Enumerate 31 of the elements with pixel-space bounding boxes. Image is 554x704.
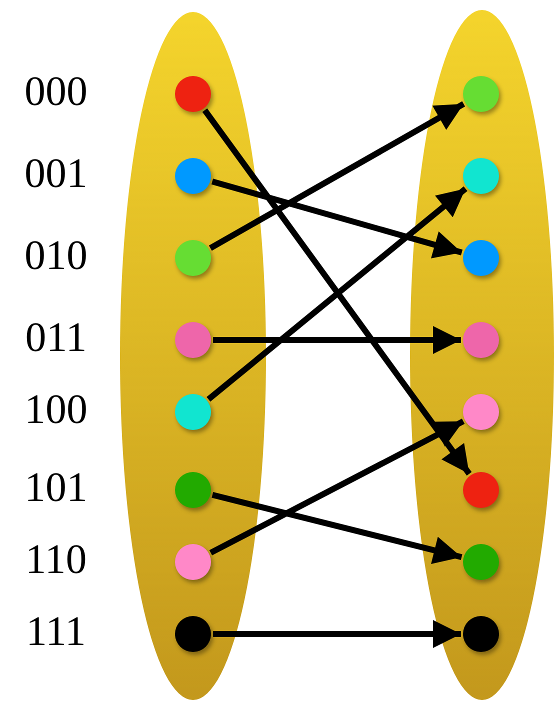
colored-dot [175, 394, 211, 430]
colored-dot [175, 240, 211, 276]
colored-dot [463, 322, 499, 358]
colored-dot [463, 544, 499, 580]
colored-dot [175, 158, 211, 194]
colored-dot [175, 322, 211, 358]
colored-dot [463, 616, 499, 652]
colored-dot [463, 472, 499, 508]
colored-dot [175, 472, 211, 508]
colored-dot [175, 544, 211, 580]
arrow [202, 108, 472, 476]
binary-label: 100 [24, 386, 88, 434]
colored-dot [463, 394, 499, 430]
arrow [206, 186, 468, 402]
colored-dot [463, 240, 499, 276]
binary-label: 111 [25, 608, 87, 656]
colored-dot [463, 76, 499, 112]
binary-label: 000 [24, 68, 88, 116]
arrow [211, 178, 463, 258]
binary-label: 010 [24, 232, 88, 280]
binary-label: 001 [24, 150, 88, 198]
binary-label: 110 [24, 536, 88, 584]
arrow [209, 418, 465, 556]
arrow [213, 326, 461, 354]
colored-dot [175, 76, 211, 112]
colored-dot [175, 616, 211, 652]
arrow [208, 101, 466, 251]
binary-label: 011 [24, 314, 88, 362]
colored-dot [463, 158, 499, 194]
arrow [212, 492, 462, 564]
binary-label: 101 [24, 464, 88, 512]
